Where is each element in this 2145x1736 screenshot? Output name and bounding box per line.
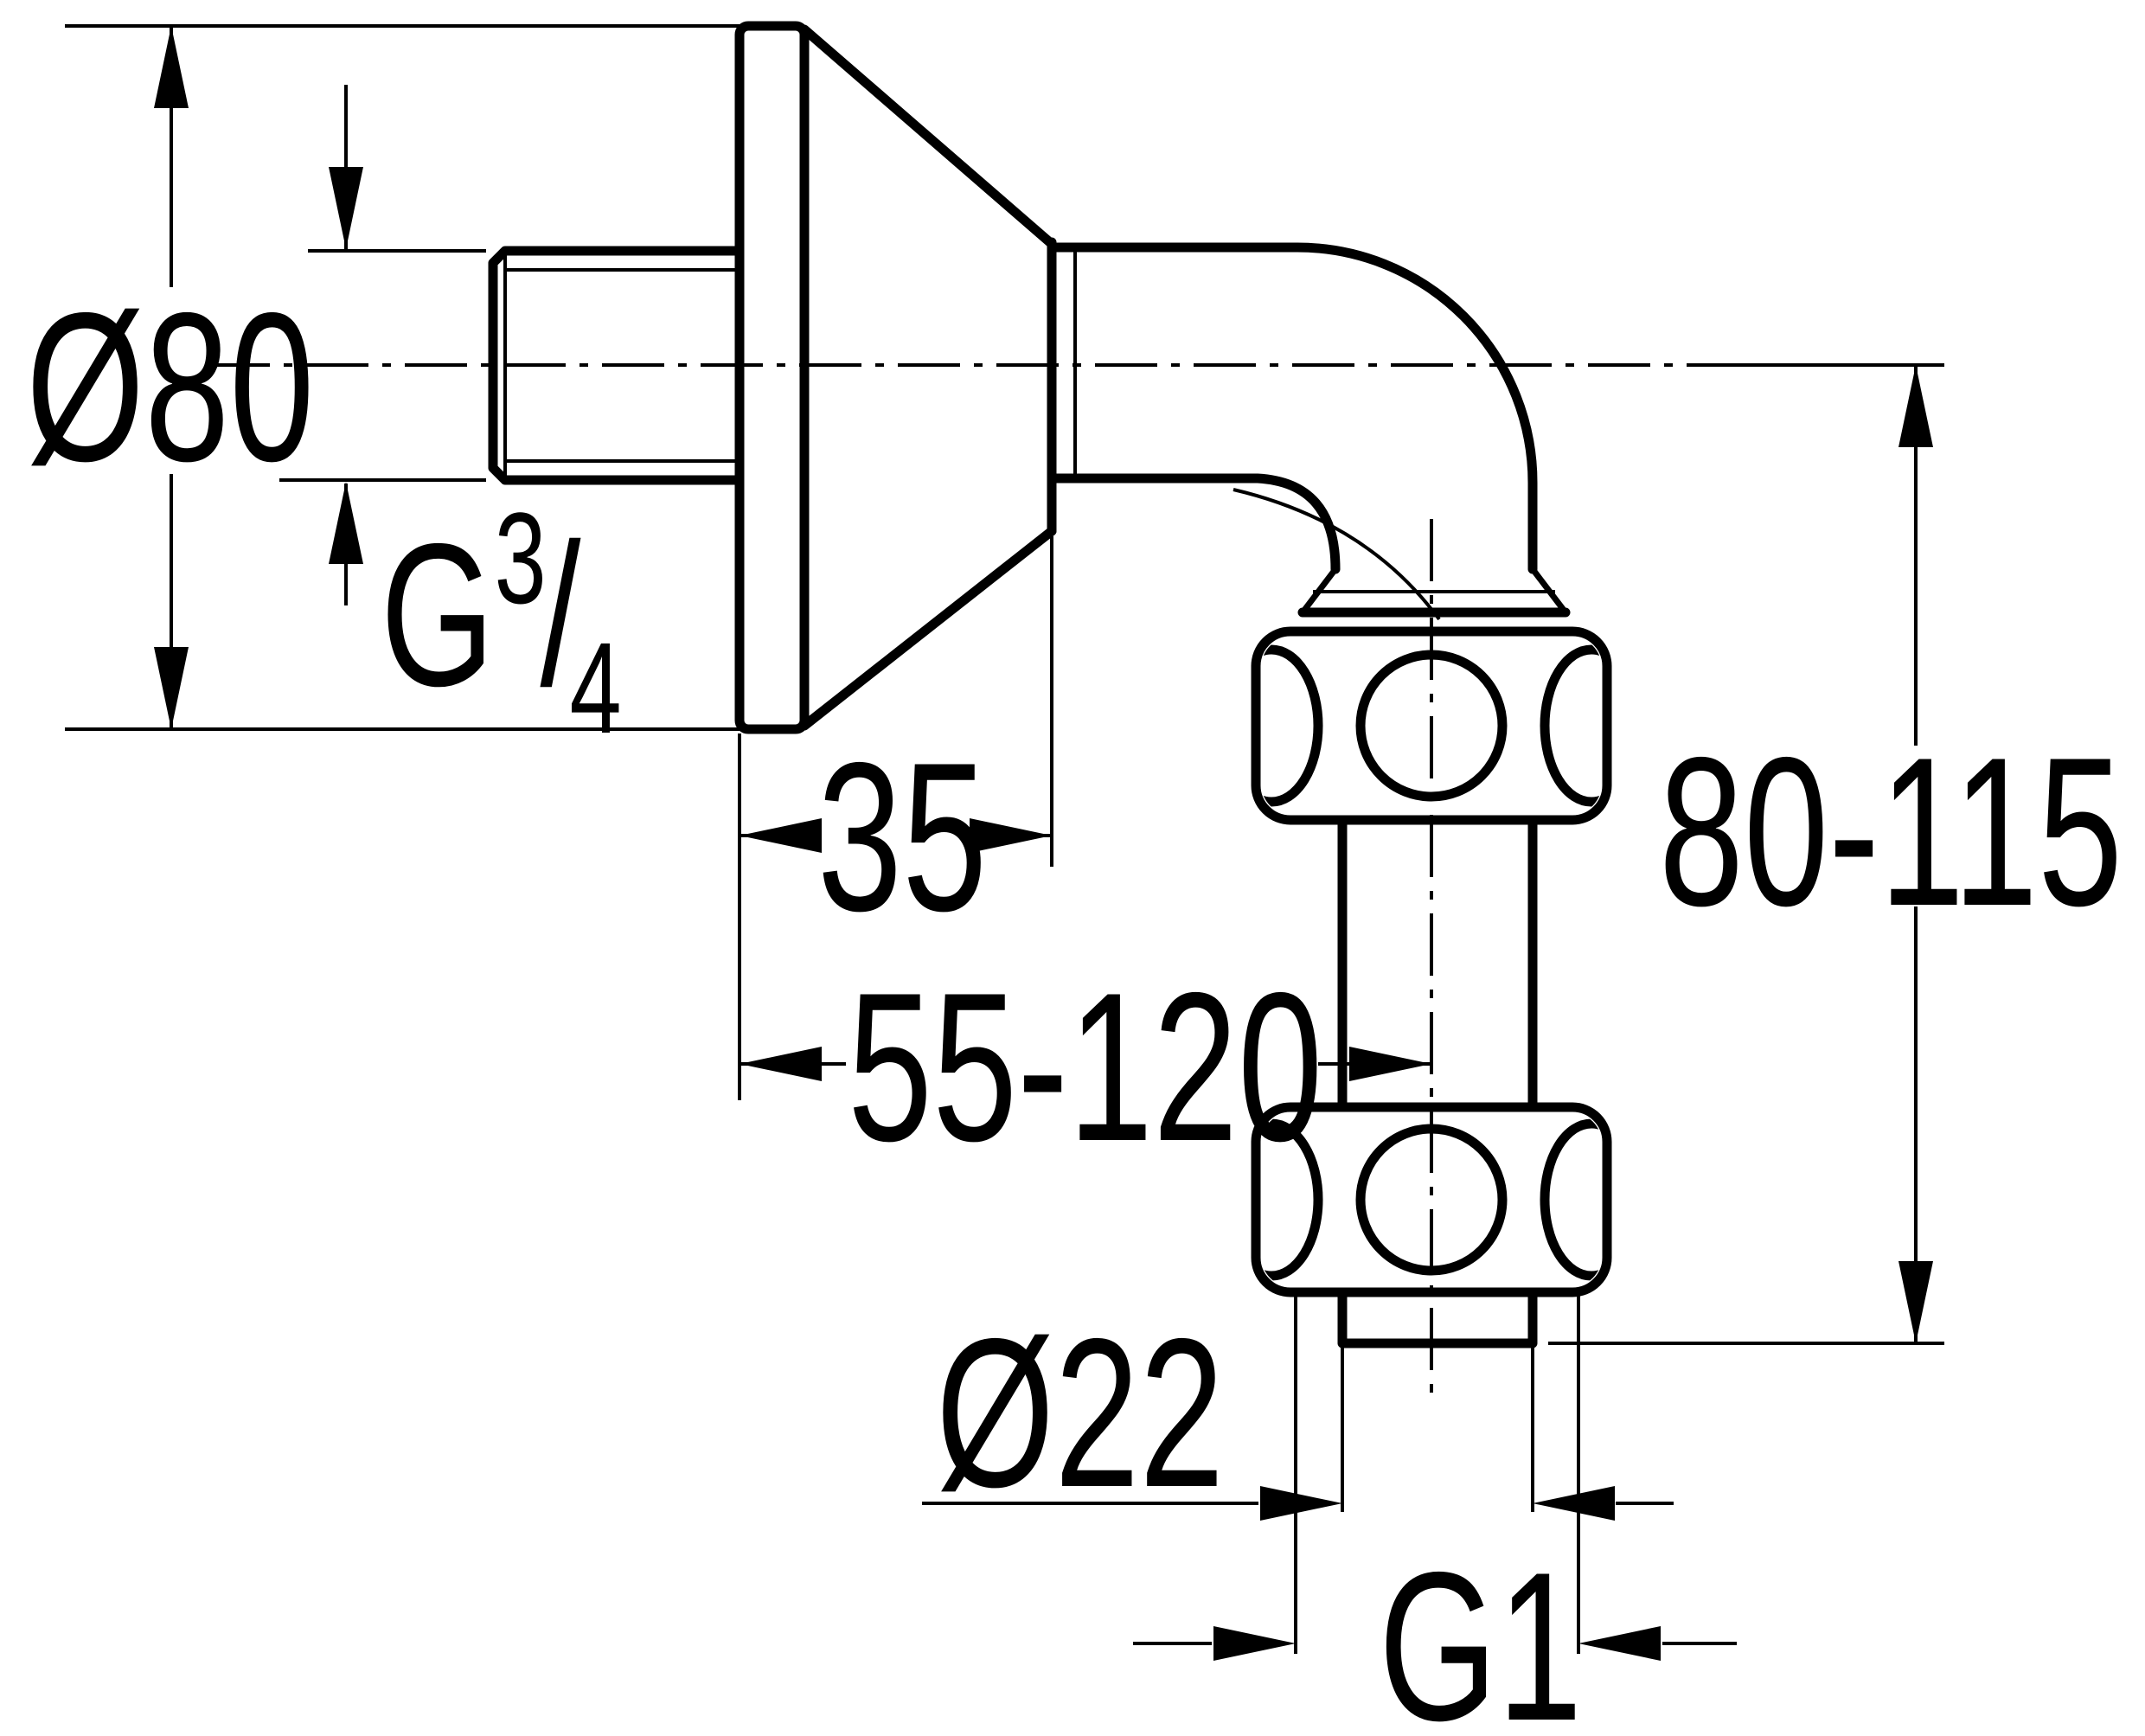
dim-55-120: 55-120 (740, 950, 1431, 1186)
arrow-right-icon (1260, 1486, 1342, 1521)
elbow-inner-wall-arc (1233, 488, 1441, 621)
dim-80-115: 80-115 (1548, 365, 2123, 1345)
dim-diameter-80: Ø80 (26, 24, 740, 731)
elbow-inner-edge (1047, 473, 1341, 574)
flange-plate (734, 21, 810, 734)
label-dia22: Ø22 (936, 1296, 1224, 1532)
elbow-outer-edge (1047, 242, 1538, 574)
arrow-left-icon (740, 818, 822, 853)
nut-lower-dimple-left (1261, 1118, 1323, 1281)
arrow-down-icon (329, 167, 363, 249)
label-55-120: 55-120 (848, 950, 1322, 1186)
dimg1-ext-lines (1294, 1294, 1580, 1654)
dim-diameter-22: Ø22 (922, 1296, 1674, 1532)
label-g34-prefix: G (381, 503, 495, 729)
nut-lower-side-dimples (1261, 1118, 1602, 1281)
nut-upper-dimple-right (1540, 644, 1602, 807)
nut-upper-body (1251, 626, 1612, 825)
arrow-left-icon (1578, 1626, 1661, 1661)
label-35: 35 (817, 720, 987, 956)
label-g1: G1 (1379, 1529, 1582, 1736)
arrow-up-icon (329, 482, 363, 564)
arrow-up-icon (154, 26, 189, 108)
flange-cone-bottom-edge (799, 526, 1057, 731)
nut-lower-body (1251, 1102, 1612, 1297)
label-g34-slash: / (540, 503, 580, 729)
arrow-down-icon (154, 647, 189, 729)
union-nut-upper (1251, 626, 1612, 825)
label-80-115: 80-115 (1659, 714, 2123, 951)
outlet-stub (1337, 1287, 1538, 1348)
dim-g1: G1 (1133, 1294, 1737, 1736)
dim-35: 35 (738, 536, 1053, 1100)
arrow-down-icon (1898, 1261, 1933, 1343)
elbow-body (1047, 242, 1571, 621)
label-dia80: Ø80 (26, 270, 314, 506)
arrow-right-icon (1349, 1047, 1431, 1081)
union-nut-lower (1251, 1102, 1612, 1297)
dim-g34: G3/4 (279, 85, 622, 760)
arrow-right-icon (970, 818, 1052, 853)
nut-lower-dimple-center (1355, 1124, 1508, 1276)
label-g34: G3/4 (381, 486, 622, 761)
wall-flange (734, 21, 1057, 734)
nut-upper-dimple-left (1261, 644, 1323, 807)
flange-cone-top-edge (799, 24, 1057, 249)
connector-tube (1337, 815, 1538, 1112)
nipple-outline (488, 246, 745, 485)
threaded-nipple-g34 (488, 246, 745, 485)
arrow-left-icon (1533, 1486, 1615, 1521)
nut-upper-dimple-center (1355, 650, 1508, 802)
nut-lower-dimple-right (1540, 1118, 1602, 1281)
label-g34-numerator: 3 (495, 486, 547, 631)
arrow-right-icon (1213, 1626, 1296, 1661)
arrow-up-icon (1898, 365, 1933, 447)
label-g34-denominator: 4 (570, 616, 622, 761)
arrow-left-icon (740, 1047, 822, 1081)
nut-upper-side-dimples (1261, 644, 1602, 807)
dim22-ext-lines (1341, 1346, 1534, 1512)
